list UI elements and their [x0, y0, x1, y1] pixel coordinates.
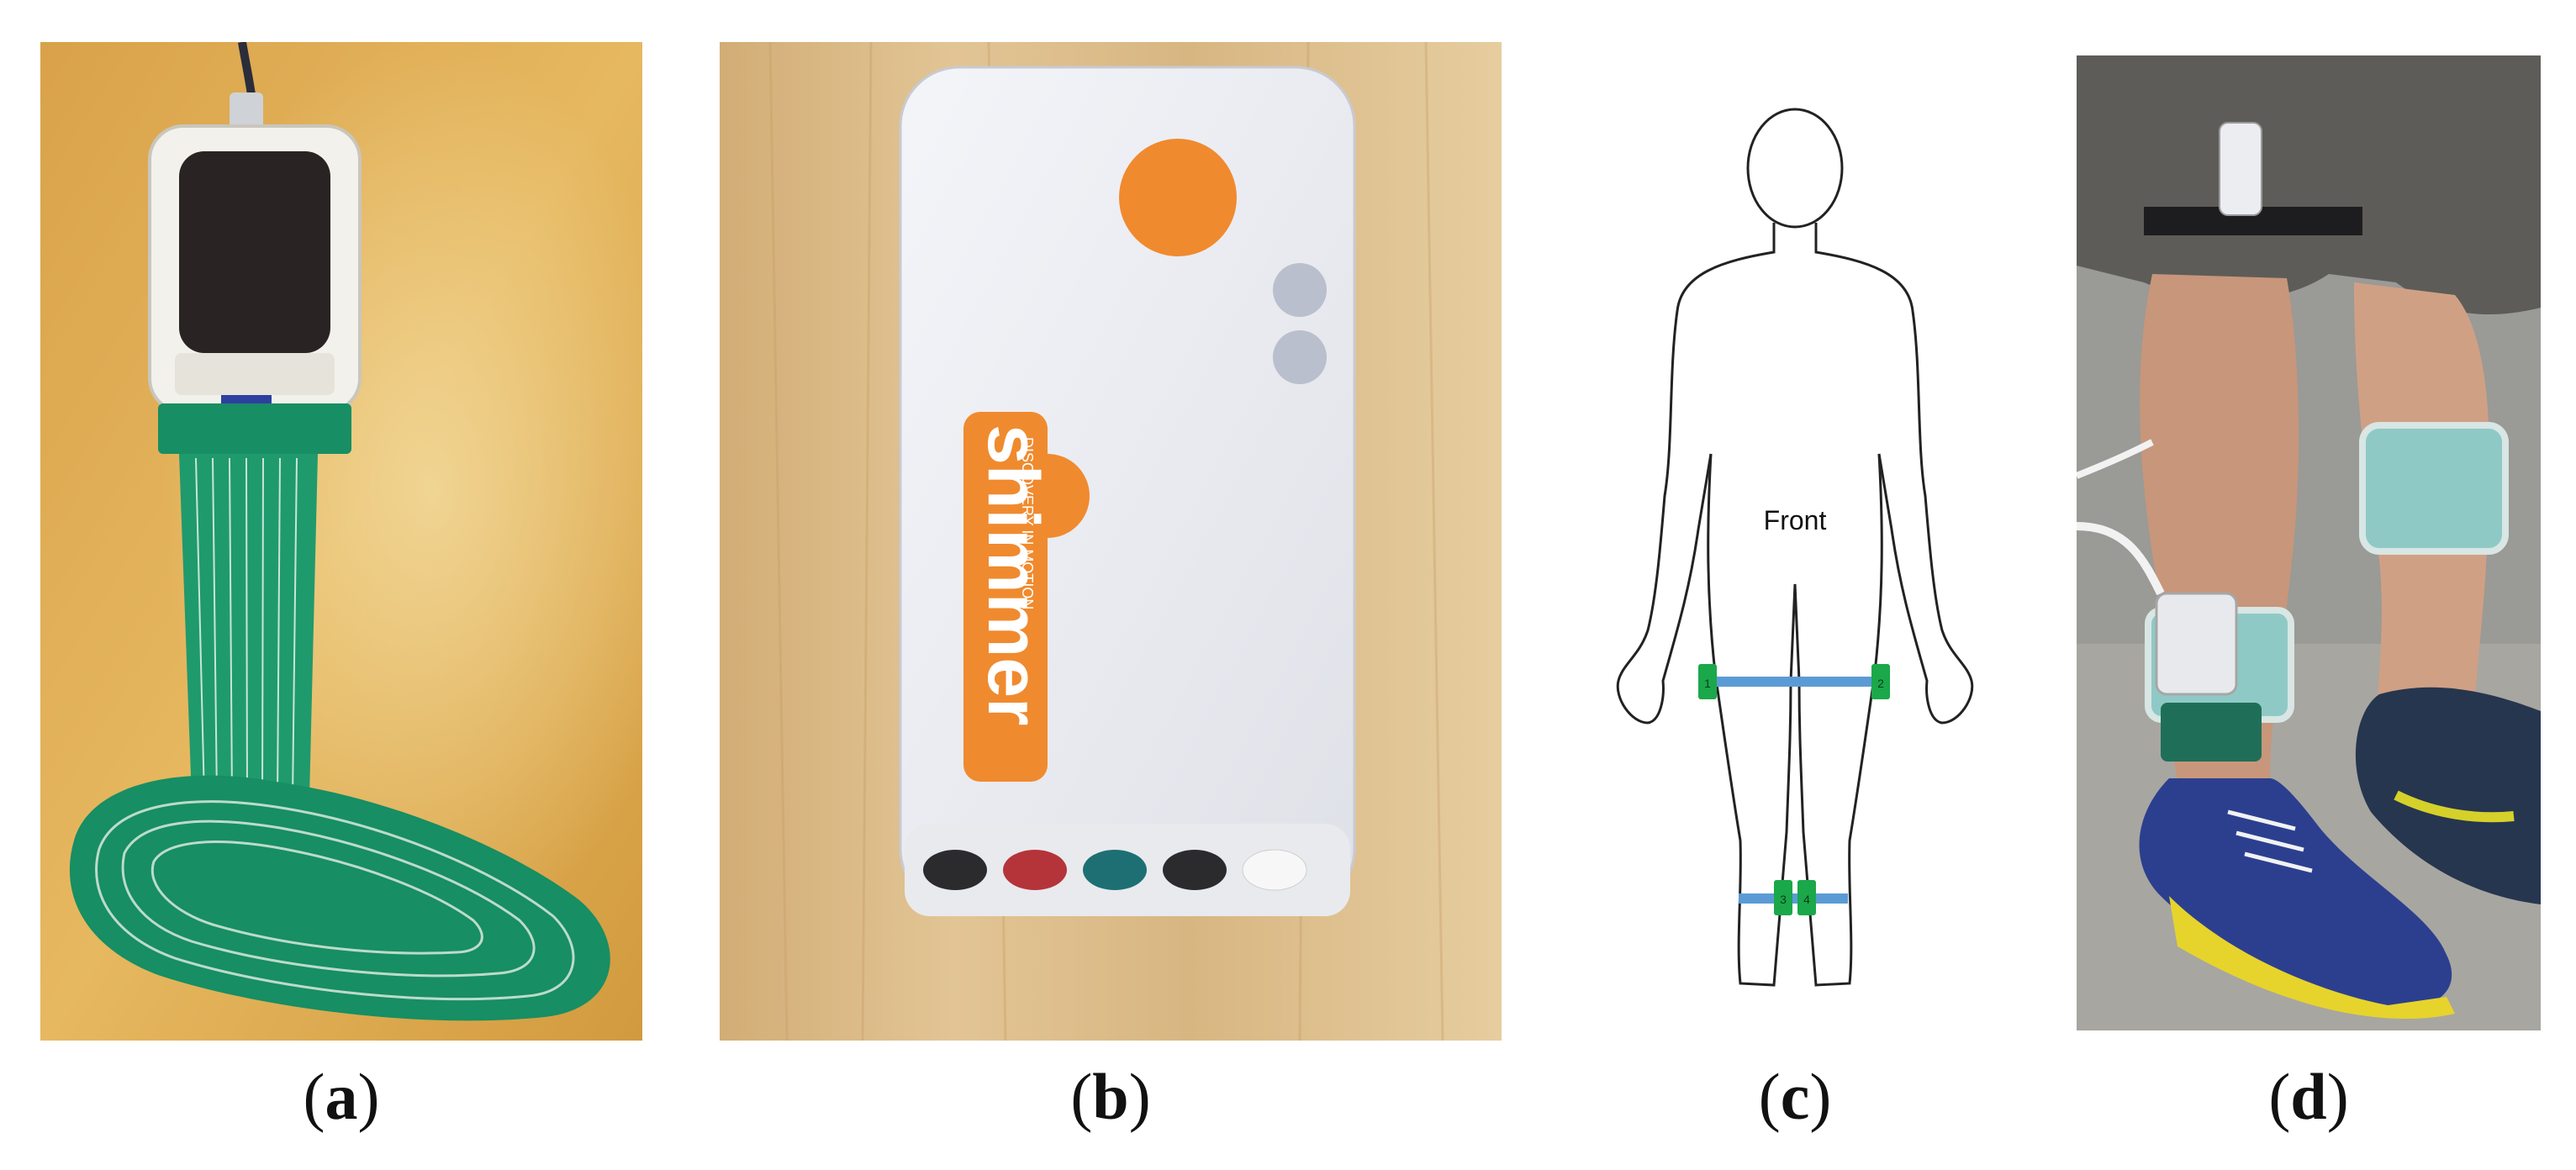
panel-a-insole-photo [40, 42, 642, 1041]
caption-d-text: (d) [2268, 1060, 2349, 1133]
caption-a-text: (a) [303, 1060, 380, 1133]
shimmer-brand-text: shimmer [973, 424, 1053, 726]
sensor-3-number: 3 [1780, 893, 1787, 906]
sensor-2-marker [1871, 664, 1890, 699]
caption-letter: b [1092, 1060, 1129, 1133]
front-label: Front [1764, 505, 1827, 535]
sensor-2-number: 2 [1877, 677, 1884, 690]
leg-sensors-illustration [2077, 55, 2541, 1030]
body-outline [1616, 108, 1974, 987]
caption-c: (c) [1711, 1051, 1879, 1143]
caption-a: (a) [257, 1051, 425, 1143]
shank-strap [1739, 893, 1848, 904]
body-outline-diagram: Front 1 2 3 4 [1616, 108, 1974, 987]
caption-c-text: (c) [1758, 1060, 1832, 1133]
shimmer-device-illustration: shimmer DISCOVERY IN MOTION [720, 42, 1502, 1041]
caption-d: (d) [2225, 1051, 2393, 1143]
insole-sensor-illustration [40, 42, 642, 1041]
sensor-4-marker [1797, 880, 1816, 915]
shimmer-tagline-text: DISCOVERY IN MOTION [1019, 437, 1036, 609]
sensor-1-marker [1698, 664, 1717, 699]
panel-c-body-diagram: Front 1 2 3 4 [1597, 92, 1993, 1000]
caption-letter: a [325, 1060, 358, 1133]
thigh-strap [1715, 677, 1875, 687]
sensor-4-number: 4 [1803, 893, 1810, 906]
caption-b-text: (b) [1070, 1060, 1151, 1133]
sensor-1-number: 1 [1704, 677, 1711, 690]
caption-letter: d [2290, 1060, 2327, 1133]
caption-letter: c [1780, 1060, 1810, 1133]
sensor-3-marker [1774, 880, 1792, 915]
panel-b-shimmer-photo: shimmer DISCOVERY IN MOTION [720, 42, 1502, 1041]
caption-b: (b) [1027, 1051, 1195, 1143]
panel-d-leg-photo [2077, 55, 2541, 1030]
